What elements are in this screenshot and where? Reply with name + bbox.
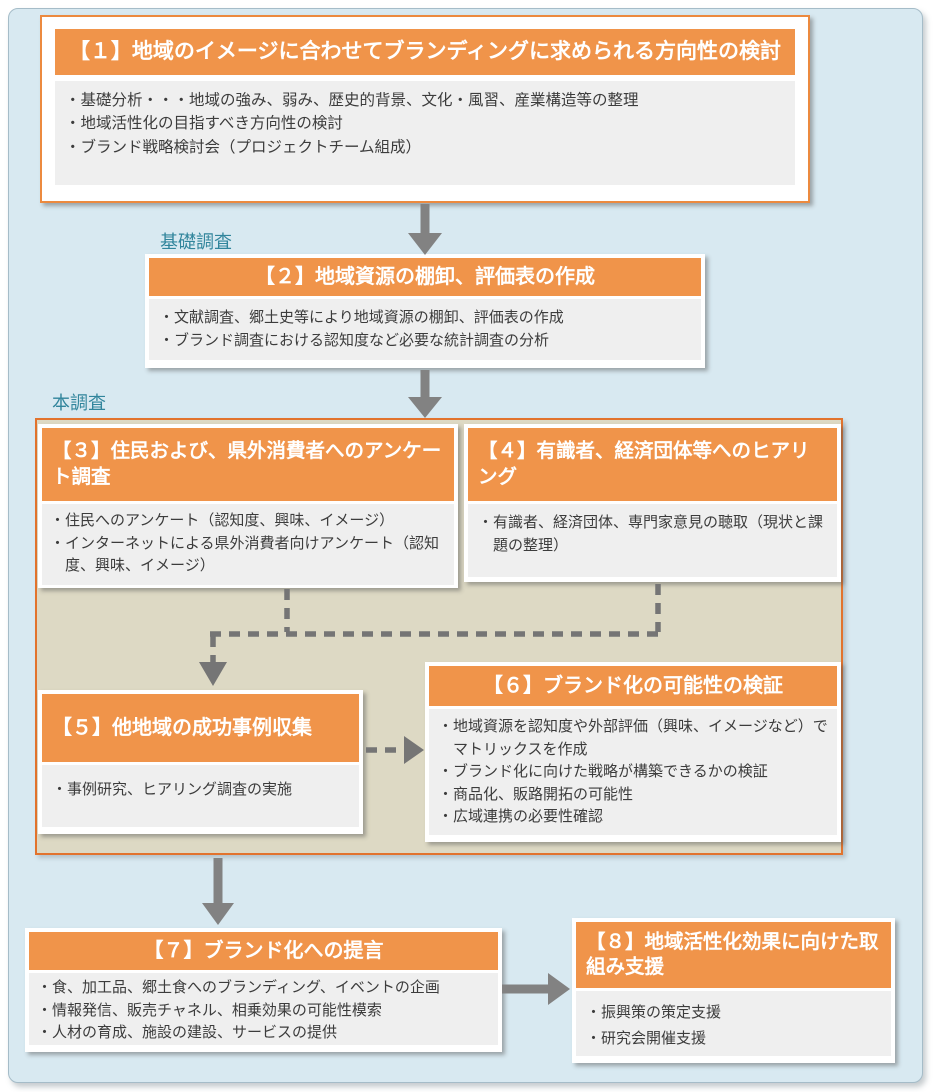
step-7-card: 【７】ブランド化への提言 ・食、加工品、郷土食へのブランディング、イベントの企画… bbox=[25, 928, 502, 1052]
step-5-card: 【５】他地域の成功事例収集 ・事例研究、ヒアリング調査の実施 bbox=[38, 690, 363, 834]
step-3-title: 【３】住民および、県外消費者へのアンケート調査 bbox=[42, 428, 454, 501]
step-4-bullets: ・有識者、経済団体、専門家意見の聴取（現状と課題の整理） bbox=[468, 504, 837, 577]
step-6-bullet-1: ・地域資源を認知度や外部評価（興味、イメージなど）でマトリックスを作成 bbox=[438, 718, 828, 758]
section-label-basic-survey: 基礎調査 bbox=[160, 232, 232, 252]
step-7-bullet-2: ・情報発信、販売チャネル、相乗効果の可能性模索 bbox=[37, 1001, 382, 1019]
step-1-bullet-3: ・ブランド戦略検討会（プロジェクトチーム組成） bbox=[65, 138, 422, 156]
step-3-bullets: ・住民へのアンケート（認知度、興味、イメージ） ・インターネットによる県外消費者… bbox=[42, 504, 454, 585]
step-8-bullet-1: ・振興策の策定支援 bbox=[586, 1004, 722, 1021]
step-2-card: 【２】地域資源の棚卸、評価表の作成 ・文献調査、郷土史等により地域資源の棚卸、評… bbox=[145, 254, 705, 368]
step-5-title: 【５】他地域の成功事例収集 bbox=[42, 694, 359, 762]
step-7-bullets: ・食、加工品、郷土食へのブランディング、イベントの企画 ・情報発信、販売チャネル… bbox=[29, 973, 498, 1045]
step-1-bullets: ・基礎分析・・・地域の強み、弱み、歴史的背景、文化・風習、産業構造等の整理 ・地… bbox=[55, 81, 795, 185]
step-3-card: 【３】住民および、県外消費者へのアンケート調査 ・住民へのアンケート（認知度、興… bbox=[38, 424, 458, 588]
step-8-title: 【８】地域活性化効果に向けた取組み支援 bbox=[576, 922, 891, 988]
step-3-bullet-2: ・インターネットによる県外消費者向けアンケート（認知度、興味、イメージ） bbox=[50, 534, 439, 575]
step-1-bullet-2: ・地域活性化の目指すべき方向性の検討 bbox=[65, 115, 343, 133]
step-6-card: 【６】ブランド化の可能性の検証 ・地域資源を認知度や外部評価（興味、イメージなど… bbox=[425, 662, 841, 842]
step-2-bullet-1: ・文献調査、郷土史等により地域資源の棚卸、評価表の作成 bbox=[159, 309, 564, 326]
step-4-card: 【４】有識者、経済団体等へのヒアリング ・有識者、経済団体、専門家意見の聴取（現… bbox=[464, 424, 841, 582]
step-7-title: 【７】ブランド化への提言 bbox=[29, 932, 498, 970]
step-4-title: 【４】有識者、経済団体等へのヒアリング bbox=[468, 428, 837, 501]
step-6-bullets: ・地域資源を認知度や外部評価（興味、イメージなど）でマトリックスを作成 ・ブラン… bbox=[429, 709, 837, 835]
step-5-bullets: ・事例研究、ヒアリング調査の実施 bbox=[42, 765, 359, 827]
step-6-bullet-4: ・広域連携の必要性確認 bbox=[438, 808, 604, 825]
step-2-bullet-2: ・ブランド調査における認知度など必要な統計調査の分析 bbox=[159, 331, 550, 349]
step-2-bullets: ・文献調査、郷土史等により地域資源の棚卸、評価表の作成 ・ブランド調査における認… bbox=[149, 299, 701, 360]
step-7-bullet-1: ・食、加工品、郷土食へのブランディング、イベントの企画 bbox=[37, 979, 440, 996]
section-label-main-survey: 本調査 bbox=[52, 393, 106, 413]
step-8-bullets: ・振興策の策定支援 ・研究会開催支援 bbox=[576, 991, 891, 1056]
step-6-title: 【６】ブランド化の可能性の検証 bbox=[429, 666, 837, 706]
step-1-card: 【１】地域のイメージに合わせてブランディングに求められる方向性の検討 ・基礎分析… bbox=[40, 15, 810, 203]
step-3-bullet-1: ・住民へのアンケート（認知度、興味、イメージ） bbox=[50, 512, 395, 529]
step-4-bullet-1: ・有識者、経済団体、専門家意見の聴取（現状と課題の整理） bbox=[478, 514, 824, 554]
step-6-bullet-3: ・商品化、販路開拓の可能性 bbox=[438, 785, 634, 803]
step-7-bullet-3: ・人材の育成、施設の建設、サービスの提供 bbox=[37, 1024, 338, 1041]
step-2-title: 【２】地域資源の棚卸、評価表の作成 bbox=[149, 258, 701, 296]
step-8-card: 【８】地域活性化効果に向けた取組み支援 ・振興策の策定支援 ・研究会開催支援 bbox=[572, 918, 895, 1063]
step-5-bullet-1: ・事例研究、ヒアリング調査の実施 bbox=[52, 781, 293, 798]
step-1-bullet-1: ・基礎分析・・・地域の強み、弱み、歴史的背景、文化・風習、産業構造等の整理 bbox=[65, 92, 639, 109]
step-1-title: 【１】地域のイメージに合わせてブランディングに求められる方向性の検討 bbox=[55, 29, 795, 75]
step-8-bullet-2: ・研究会開催支援 bbox=[586, 1029, 707, 1047]
step-6-bullet-2: ・ブランド化に向けた戦略が構築できるかの検証 bbox=[438, 763, 768, 780]
